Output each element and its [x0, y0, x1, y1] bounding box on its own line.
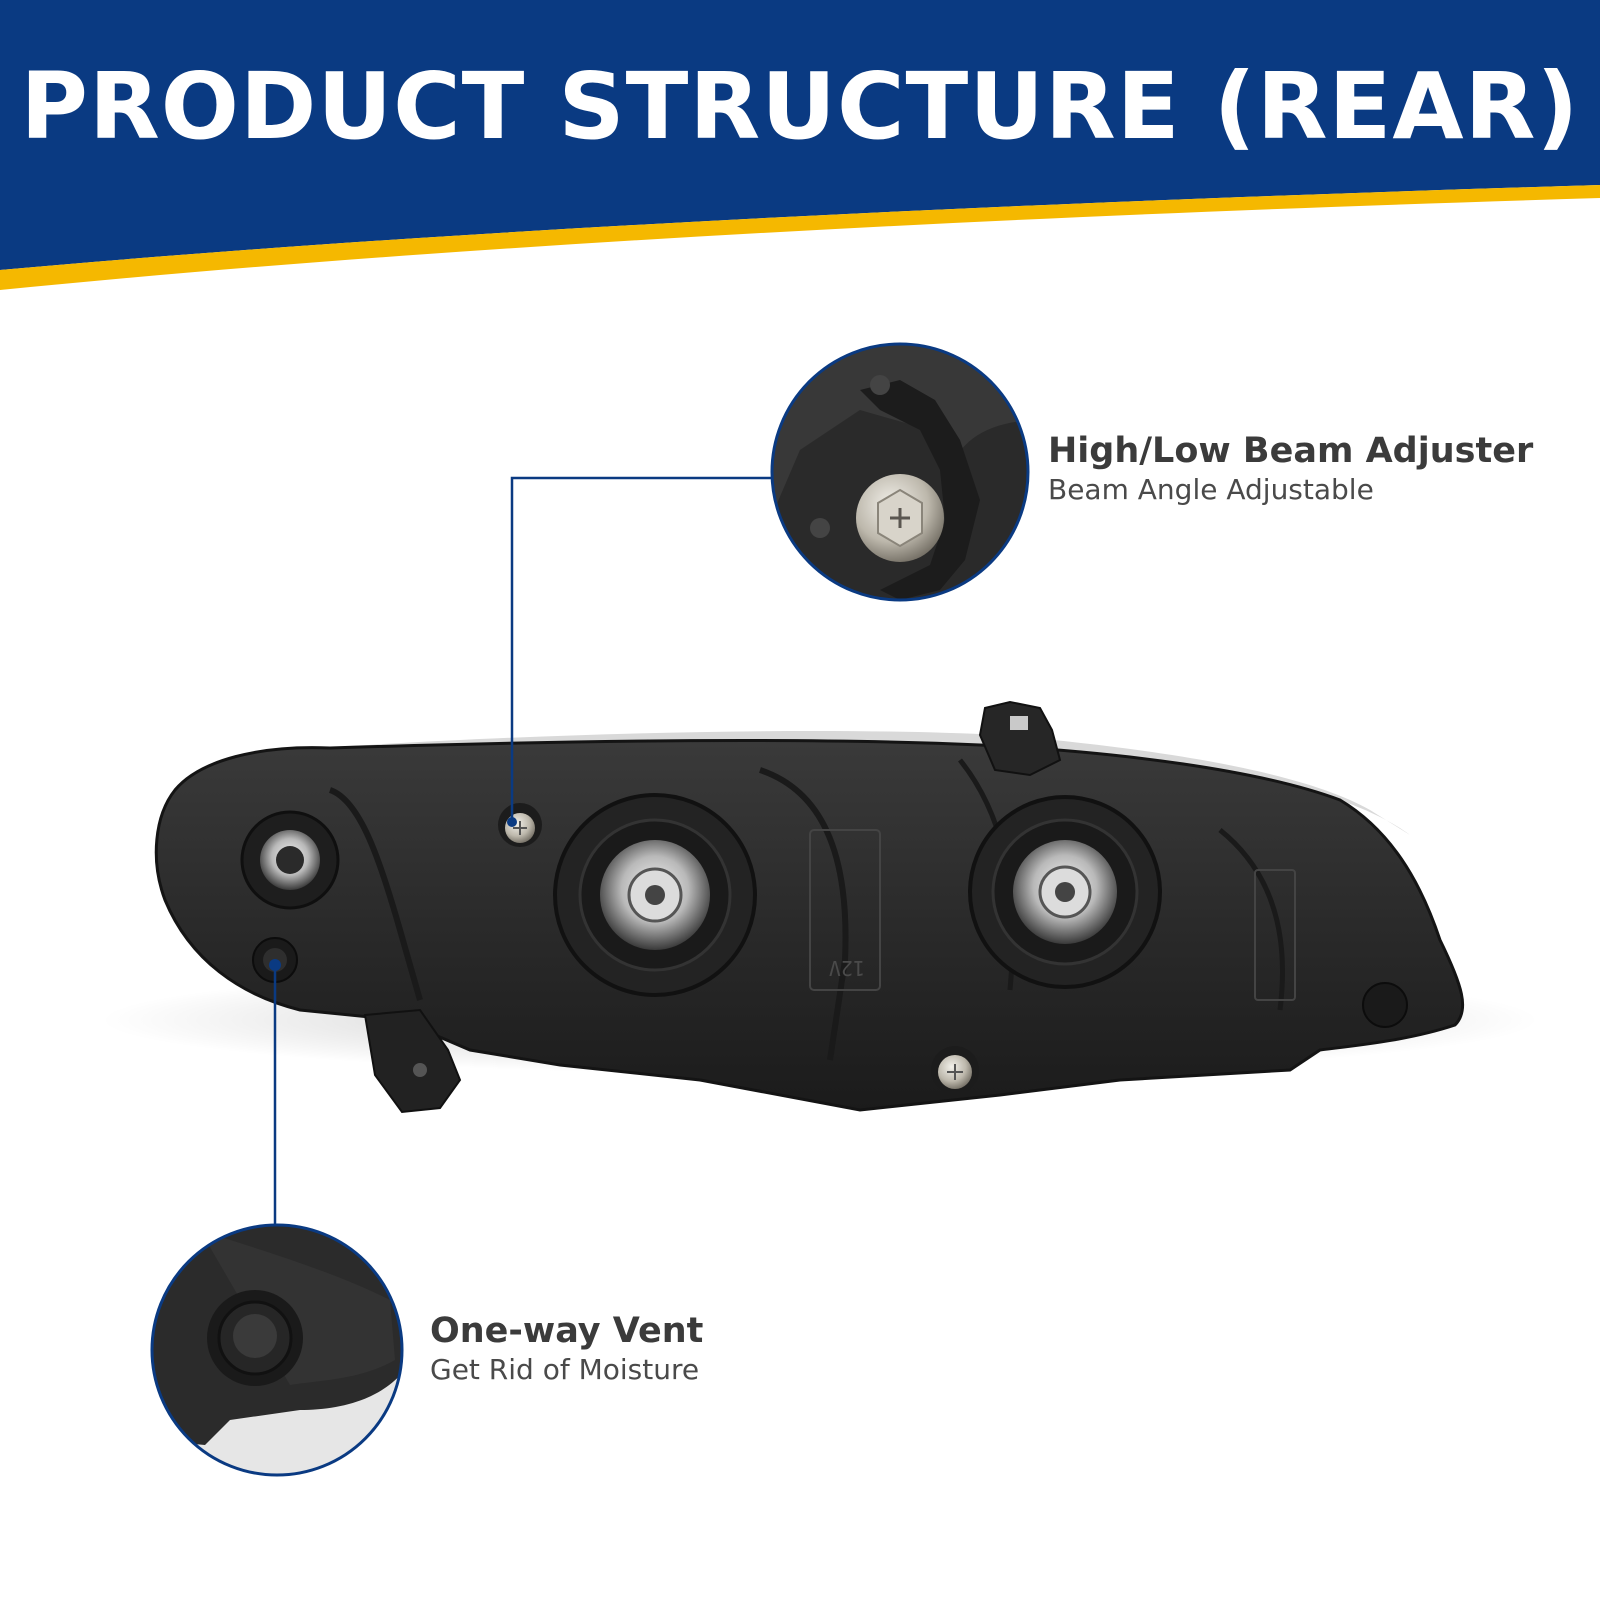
leader-line-adjuster	[510, 476, 775, 820]
callout-vent-subtitle: Get Rid of Moisture	[430, 1353, 700, 1386]
header-banner	[0, 0, 1600, 290]
adjuster-closeup	[770, 342, 1030, 602]
callout-adjuster-title: High/Low Beam Adjuster	[1048, 431, 1534, 471]
stamp-text: 12V	[829, 956, 865, 980]
callout-adjuster-subtitle: Beam Angle Adjustable	[1048, 473, 1374, 506]
page-title: PRODUCT STRUCTURE (REAR)	[20, 53, 1580, 160]
callout-vent-title: One-way Vent	[430, 1311, 704, 1351]
vent-closeup	[150, 1223, 404, 1477]
callout-vent: One-way Vent Get Rid of Moisture	[430, 1310, 703, 1388]
callout-adjuster: High/Low Beam Adjuster Beam Angle Adjust…	[1048, 430, 1533, 508]
headlight-housing: 12V	[154, 700, 1465, 1114]
